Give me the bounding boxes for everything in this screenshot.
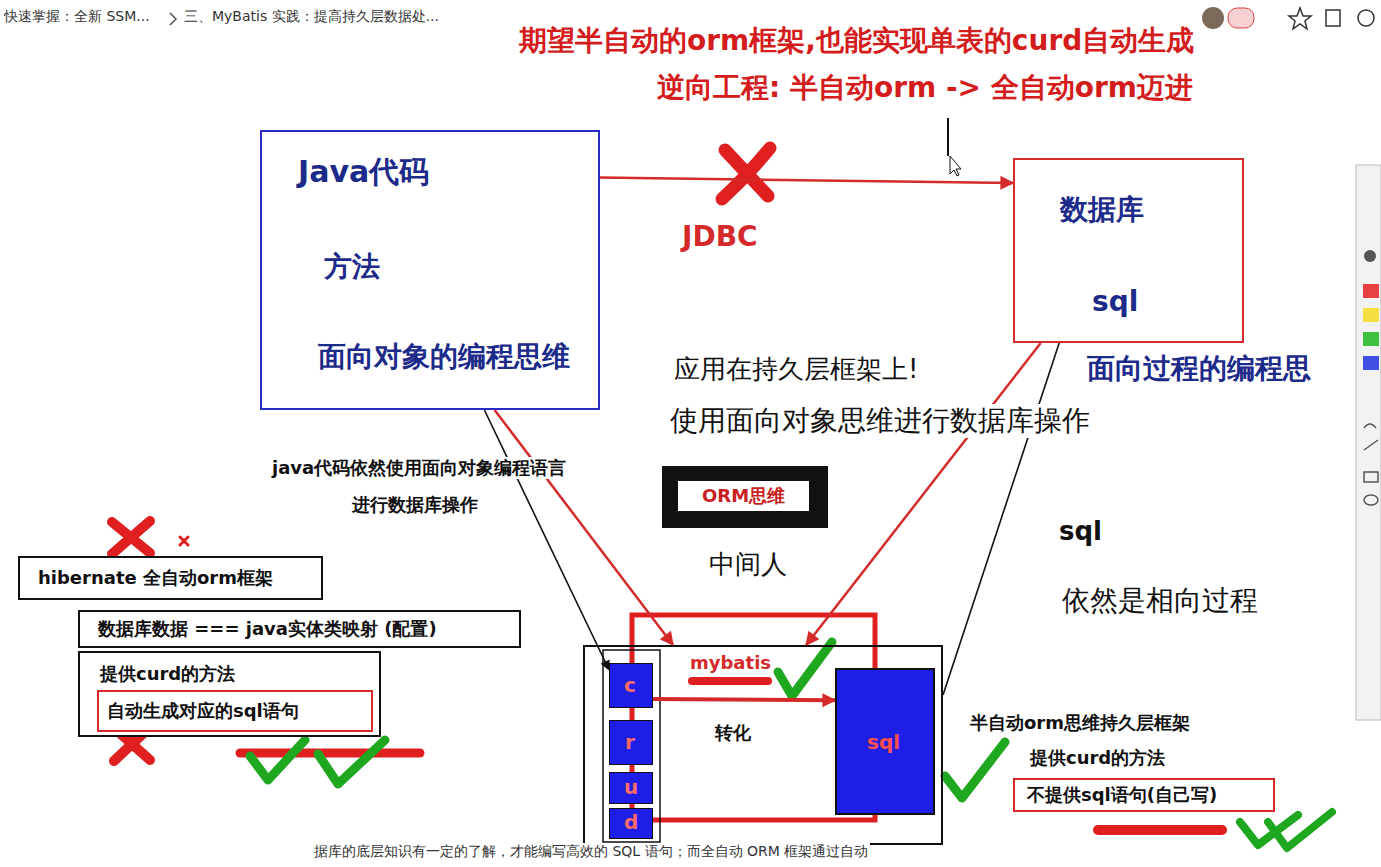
connector-arrow (943, 343, 1059, 695)
crud-box: d (609, 808, 653, 839)
note-text: sql (1057, 516, 1104, 547)
note-text: 快速掌握：全新 SSM... (2, 8, 152, 25)
color-swatch (1363, 284, 1379, 298)
mouse-cursor (950, 156, 961, 176)
note-text: java代码依然使用面向对象编程语言 (270, 457, 568, 479)
node-text: 不提供sql语句(自己写) (1027, 784, 1217, 806)
note-text: 据库的底层知识有一定的了解，才能编写高效的 SQL 语句；而全自动 ORM 框架… (312, 843, 870, 860)
feature-box: 不提供sql语句(自己写) (1013, 778, 1275, 812)
node-text: sql (867, 730, 900, 754)
toolbar-dot (1364, 250, 1376, 262)
node-text: Java代码 (298, 154, 429, 190)
note-text: 应用在持久层框架上! (672, 354, 920, 385)
node-text: ORM思维 (678, 481, 809, 511)
note-text: 提供curd的方法 (1028, 747, 1167, 769)
color-swatch (1363, 308, 1379, 322)
highlight-bar (1098, 825, 1222, 835)
star-icon (1289, 8, 1311, 29)
node-text: c (624, 673, 636, 697)
cross-mark (180, 537, 188, 545)
mapping-box: 数据库数据 === java实体类映射 (配置) (78, 610, 521, 648)
node-text: mybatis (690, 652, 771, 674)
feature-box: 提供curd的方法自动生成对应的sql语句 (78, 651, 381, 737)
node-text: 面向对象的编程思维 (318, 340, 570, 374)
framework-box: mybatis 转化 c rud sql (583, 645, 943, 845)
node-text: 自动生成对应的sql语句 (107, 700, 299, 722)
note-text: 使用面向对象思维进行数据库操作 (668, 404, 1092, 438)
crud-box: r (609, 720, 653, 765)
note-text: 三、MyBatis 实践：提高持久层数据处... (182, 8, 441, 25)
note-text: 期望半自动的orm框架,也能实现单表的curd自动生成 (517, 24, 1196, 58)
connector-arrow (495, 410, 673, 645)
note-text: 半自动orm思维持久层框架 (968, 712, 1192, 734)
badge-icon (1228, 8, 1254, 28)
toolbar-panel (1356, 165, 1381, 720)
note-text: 进行数据库操作 (350, 494, 480, 516)
avatar-icon (1202, 7, 1224, 29)
note-text: 中间人 (707, 549, 789, 580)
concept-box: ORM思维 (662, 466, 828, 528)
cross-mark (112, 521, 150, 554)
connector-arrow (600, 178, 1013, 183)
note-text: 依然是相向过程 (1060, 584, 1260, 618)
crud-column-outline (603, 650, 660, 842)
highlight-bar (240, 749, 420, 758)
node-text: 提供curd的方法 (100, 663, 235, 685)
check-mark (778, 642, 832, 696)
node-text: 数据库数据 === java实体类映射 (配置) (98, 618, 437, 640)
node-text: 方法 (324, 250, 380, 284)
cross-mark (722, 148, 770, 199)
edge-label: JDBC (680, 220, 760, 254)
note-text: 面向过程的编程思 (1085, 352, 1313, 386)
framework-box: hibernate 全自动orm框架 (18, 556, 323, 600)
color-swatch (1363, 356, 1379, 370)
code-box: Java代码方法面向对象的编程思维 (260, 130, 600, 410)
crud-box: u (609, 772, 653, 804)
check-mark (318, 740, 385, 784)
note-text: 逆向工程: 半自动orm -> 全自动orm迈进 (655, 71, 1195, 105)
check-mark (945, 742, 1005, 798)
node-text: 转化 (715, 722, 751, 744)
node-text: hibernate 全自动orm框架 (38, 567, 273, 589)
highlight-bar (692, 677, 768, 685)
menu-icon (1358, 10, 1374, 26)
check-mark (1268, 812, 1332, 848)
crud-box: c (609, 663, 653, 708)
feature-box: 自动生成对应的sql语句 (97, 690, 373, 732)
sql-box: sql (835, 668, 935, 815)
check-mark (250, 740, 305, 780)
breadcrumb-chevron (170, 13, 176, 25)
toolbar-tools (1364, 424, 1378, 505)
database-box: 数据库 sql (1013, 158, 1244, 343)
connector-arrow (653, 699, 835, 700)
tab-icon (1326, 10, 1340, 26)
pointer-line (947, 118, 949, 156)
node-text: d (624, 810, 638, 834)
node-text: u (624, 775, 638, 799)
node-text: 数据库 (1060, 193, 1144, 227)
connector-arrow (806, 343, 1041, 645)
color-swatch (1363, 332, 1379, 346)
node-text: r (625, 730, 635, 754)
node-text: sql (1092, 285, 1138, 319)
